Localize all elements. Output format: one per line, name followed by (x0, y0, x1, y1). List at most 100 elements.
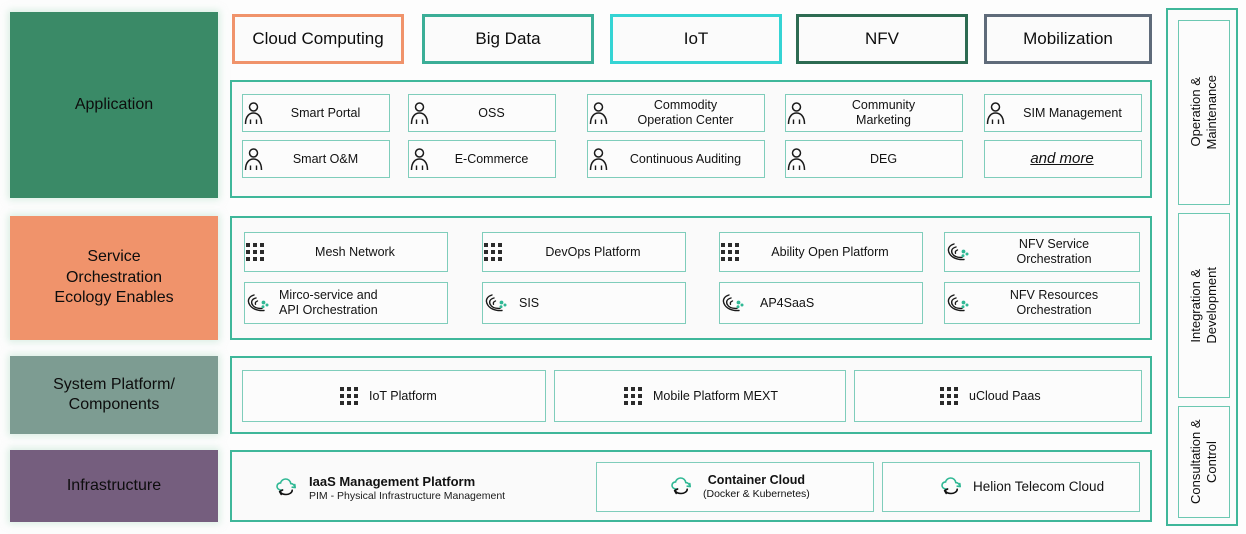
infra-item-container-cloud[interactable]: Container Cloud (Docker & Kubernetes) (596, 462, 874, 512)
system-platform-section-container: IoT Platform Mobile Platform MEXT uCloud… (230, 356, 1152, 434)
infra-item-title: Helion Telecom Cloud (973, 479, 1105, 495)
app-item-smart-portal[interactable]: Smart Portal (242, 94, 390, 132)
infra-item-title: Container Cloud (707, 473, 805, 488)
orchestration-waves-icon (483, 292, 509, 314)
layer-label-infrastructure[interactable]: Infrastructure (10, 450, 218, 522)
right-rail-container: Operation & Maintenance Integration & De… (1166, 8, 1238, 526)
platform-item-label: Mobile Platform MEXT (653, 388, 779, 403)
platform-item-ucloud-paas[interactable]: uCloud Paas (854, 370, 1142, 422)
dots-grid-icon (339, 386, 359, 406)
application-section-container: Smart Portal OSS Commodity Operation Cen… (230, 80, 1152, 198)
service-item-label: Mesh Network (315, 244, 395, 259)
service-item-label: Mirco-service and API Orchestration (279, 288, 378, 317)
category-label: Cloud Computing (252, 29, 384, 48)
infra-item-text: Container Cloud (Docker & Kubernetes) (703, 473, 810, 501)
platform-item-label: uCloud Paas (969, 388, 1041, 403)
app-item-label: and more (1030, 150, 1094, 168)
app-item-label: OSS (478, 105, 505, 120)
infra-item-helion-telecom-cloud[interactable]: Helion Telecom Cloud (882, 462, 1140, 512)
dots-grid-icon (245, 242, 265, 262)
infra-item-text: IaaS Management Platform PIM - Physical … (309, 474, 505, 502)
layer-label-service-text: Service Orchestration Ecology Enables (54, 248, 174, 307)
person-icon (409, 101, 430, 125)
layer-label-application-text: Application (74, 95, 154, 113)
layer-label-application[interactable]: Application (10, 12, 218, 198)
app-item-label: Smart Portal (290, 105, 361, 120)
service-item-label: NFV Resources Orchestration (1009, 288, 1099, 317)
service-item-sis[interactable]: SIS (482, 282, 686, 324)
app-item-and-more[interactable]: and more (984, 140, 1142, 178)
category-box-mobilization[interactable]: Mobilization (984, 14, 1152, 64)
service-item-ap4saas[interactable]: AP4SaaS (719, 282, 923, 324)
layer-label-infrastructure-text: Infrastructure (66, 476, 162, 494)
person-icon (409, 147, 430, 171)
app-item-deg[interactable]: DEG (785, 140, 963, 178)
service-item-label: NFV Service Orchestration (1016, 237, 1092, 266)
dots-grid-icon (939, 386, 959, 406)
service-item-ability-open-platform[interactable]: Ability Open Platform (719, 232, 923, 272)
cloud-sync-icon (939, 476, 965, 498)
category-box-iot[interactable]: IoT (610, 14, 782, 64)
cloud-sync-icon (274, 477, 300, 499)
service-item-label: SIS (519, 295, 540, 310)
dots-grid-icon (483, 242, 503, 262)
service-item-nfv-service-orchestration[interactable]: NFV Service Orchestration (944, 232, 1140, 272)
platform-item-iot-platform[interactable]: IoT Platform (242, 370, 546, 422)
orchestration-waves-icon (720, 292, 746, 314)
service-item-devops-platform[interactable]: DevOps Platform (482, 232, 686, 272)
app-item-sim-management[interactable]: SIM Management (984, 94, 1142, 132)
service-item-label: AP4SaaS (760, 295, 815, 310)
app-item-e-commerce[interactable]: E-Commerce (408, 140, 556, 178)
person-icon (588, 101, 609, 125)
app-item-label: Smart O&M (292, 151, 359, 166)
category-box-big-data[interactable]: Big Data (422, 14, 594, 64)
service-orchestration-section-container: Mesh Network DevOps Platform Ability Ope… (230, 216, 1152, 340)
person-icon (786, 147, 807, 171)
app-item-oss[interactable]: OSS (408, 94, 556, 132)
service-item-nfv-resources-orchestration[interactable]: NFV Resources Orchestration (944, 282, 1140, 324)
rail-item-label: Consultation & Control (1188, 419, 1219, 505)
infra-item-subtitle: PIM - Physical Infrastructure Management (309, 489, 506, 502)
service-item-label: Ability Open Platform (771, 244, 889, 259)
app-item-label: Commodity Operation Center (637, 98, 734, 127)
app-item-continuous-auditing[interactable]: Continuous Auditing (587, 140, 765, 178)
dots-grid-icon (623, 386, 643, 406)
infra-item-title: IaaS Management Platform (309, 473, 476, 489)
orchestration-waves-icon (945, 241, 971, 263)
service-item-mesh-network[interactable]: Mesh Network (244, 232, 448, 272)
platform-item-label: IoT Platform (369, 388, 437, 403)
category-box-cloud-computing[interactable]: Cloud Computing (232, 14, 404, 64)
orchestration-waves-icon (945, 292, 971, 314)
layer-label-system-platform[interactable]: System Platform/ Components (10, 356, 218, 434)
category-label: NFV (865, 29, 899, 48)
category-label: Mobilization (1023, 29, 1113, 48)
dots-grid-icon (720, 242, 740, 262)
service-item-micro-service-api-orchestration[interactable]: Mirco-service and API Orchestration (244, 282, 448, 324)
rail-item-integration-development[interactable]: Integration & Development (1178, 213, 1230, 398)
person-icon (243, 101, 264, 125)
rail-item-operation-maintenance[interactable]: Operation & Maintenance (1178, 20, 1230, 205)
category-label: Big Data (475, 29, 541, 48)
app-item-community-marketing[interactable]: Community Marketing (785, 94, 963, 132)
app-item-commodity-operation-center[interactable]: Commodity Operation Center (587, 94, 765, 132)
infrastructure-section-container: IaaS Management Platform PIM - Physical … (230, 450, 1152, 522)
platform-item-mobile-platform-mext[interactable]: Mobile Platform MEXT (554, 370, 846, 422)
rail-item-consultation-control[interactable]: Consultation & Control (1178, 406, 1230, 518)
infra-item-iaas-management-platform[interactable]: IaaS Management Platform PIM - Physical … (274, 466, 505, 510)
layer-label-service-orchestration[interactable]: Service Orchestration Ecology Enables (10, 216, 218, 340)
category-box-nfv[interactable]: NFV (796, 14, 968, 64)
rail-item-label: Operation & Maintenance (1188, 75, 1219, 150)
category-label: IoT (683, 29, 709, 48)
cloud-sync-icon (669, 476, 695, 498)
infra-item-subtitle: (Docker & Kubernetes) (703, 488, 810, 501)
app-item-label: Community Marketing (851, 98, 916, 127)
layer-label-system-platform-text: System Platform/ Components (53, 375, 175, 413)
service-item-label: DevOps Platform (545, 244, 641, 259)
person-icon (588, 147, 609, 171)
app-item-smart-om[interactable]: Smart O&M (242, 140, 390, 178)
rail-item-label: Integration & Development (1188, 267, 1219, 344)
person-icon (985, 101, 1006, 125)
app-item-label: SIM Management (1023, 105, 1122, 120)
app-item-label: DEG (869, 151, 898, 166)
